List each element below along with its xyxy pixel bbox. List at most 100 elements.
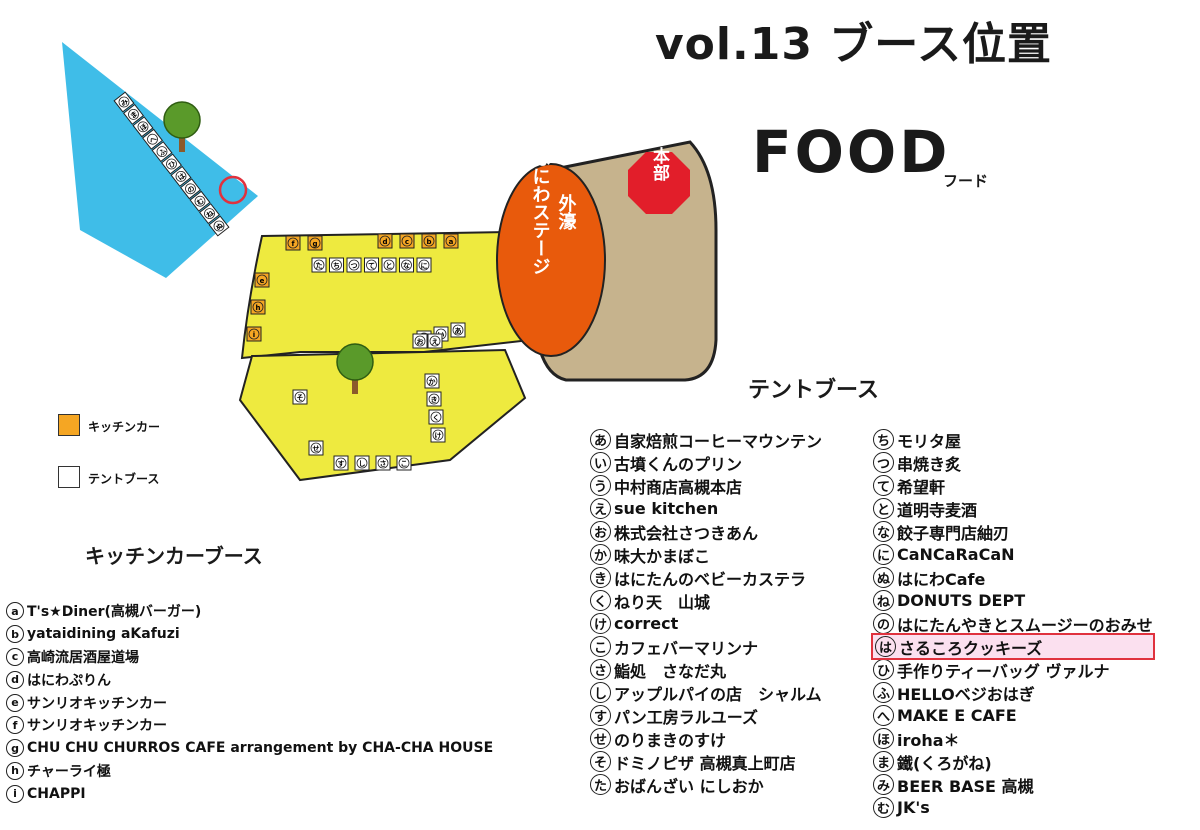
tree-trunk xyxy=(352,368,358,394)
booth-list-name: はにたんやきとスムージーのおみせ xyxy=(897,615,1153,635)
water-booth: み xyxy=(113,91,135,113)
booth-letter: ひ xyxy=(167,159,177,170)
booth-mark xyxy=(401,235,413,247)
booth-list-name: 高崎流居酒屋道場 xyxy=(27,649,139,666)
booth-letter: せ xyxy=(313,445,320,453)
water-booth: の xyxy=(179,178,202,200)
booth-letter: ほ xyxy=(138,122,148,133)
booth-letter: き xyxy=(431,395,438,404)
booth-letter: な xyxy=(403,261,410,270)
booth-list-name: BEER BASE 高槻 xyxy=(897,776,1034,796)
booth-mark xyxy=(430,411,442,423)
booth-list-name: ねり天 山城 xyxy=(614,592,711,612)
booth-box xyxy=(170,165,192,187)
hq-label: 本部 xyxy=(649,146,670,182)
booth-list-item: ぬはにわCafe xyxy=(873,566,1153,589)
legend-tent-label: テントブース xyxy=(88,472,160,486)
booth-mark xyxy=(313,259,325,271)
booth-list-name: iroha＊ xyxy=(897,730,960,750)
booth-list-mark: ま xyxy=(873,751,894,772)
booth-list-name: CaNCaRaCaN xyxy=(897,545,1015,564)
page-title: vol.13 ブース位置 xyxy=(655,19,1053,70)
booth-list-item: ひ手作りティーバッグ ヴァルナ xyxy=(873,658,1153,681)
booth-box xyxy=(141,128,164,150)
tent-booth: く xyxy=(428,409,444,425)
booth-list-name: CHAPPI xyxy=(27,785,86,802)
booth-mark xyxy=(166,158,177,170)
booth-list-mark: つ xyxy=(873,452,894,473)
booth-list-item: う中村商店高槻本店 xyxy=(590,474,822,497)
tent-booth-heading: テントブース xyxy=(748,378,879,403)
booth-letter: つ xyxy=(351,262,358,270)
booth-list-mark: か xyxy=(590,544,611,565)
booth-list-mark: せ xyxy=(590,728,611,749)
booth-mark xyxy=(452,324,464,336)
tree-icon xyxy=(163,101,201,152)
tent-booth: つ xyxy=(346,257,362,273)
food-heading: FOOD xyxy=(752,118,951,186)
booth-list-item: くねり天 山城 xyxy=(590,589,822,612)
booth-mark xyxy=(432,429,444,441)
booth-list-name: ドミノピザ 高槻真上町店 xyxy=(614,753,796,773)
booth-list-mark: み xyxy=(873,774,894,795)
booth-list-mark: さ xyxy=(590,659,611,680)
hq-badge xyxy=(628,152,690,214)
booth-list-item: そドミノピザ 高槻真上町店 xyxy=(590,750,822,773)
booth-mark xyxy=(401,259,412,271)
booth-list-mark: そ xyxy=(590,751,611,772)
booth-letter: こ xyxy=(401,460,408,468)
booth-list-item: しアップルパイの店 シャルム xyxy=(590,681,822,704)
booth-list-mark: ち xyxy=(873,429,894,450)
booth-list-item: て希望軒 xyxy=(873,474,1153,497)
stage-ellipse xyxy=(496,163,606,357)
booth-list-item: こカフェバーマリンナ xyxy=(590,635,822,658)
water-booth: は xyxy=(170,165,192,187)
booth-list-mark: す xyxy=(590,705,611,726)
booth-list-mark: ふ xyxy=(873,682,894,703)
booth-box xyxy=(113,91,135,113)
booth-list-name: 株式会社さつきあん xyxy=(614,523,759,543)
kitchen-booth: b xyxy=(421,233,437,249)
booth-letter: さ xyxy=(380,459,387,468)
booth-list-name: はにたんのベビーカステラ xyxy=(614,569,807,589)
booth-mark xyxy=(429,335,441,347)
booth-list-mark: h xyxy=(6,761,24,780)
booth-mark xyxy=(175,170,187,182)
booth-mark xyxy=(294,391,306,403)
booth-list-name: サンリオキッチンカー xyxy=(27,695,167,712)
booth-mark xyxy=(414,335,426,347)
water-booth: ぬ xyxy=(208,215,230,237)
booth-list-mark: こ xyxy=(590,636,611,657)
booth-mark xyxy=(194,195,206,207)
booth-mark xyxy=(398,457,410,469)
booth-list-mark: け xyxy=(590,613,611,634)
booth-list-name: 鐵(くろがね) xyxy=(897,753,992,773)
booth-list-mark: え xyxy=(590,498,611,519)
booth-letter: し xyxy=(359,460,366,468)
booth-mark xyxy=(309,237,321,249)
booth-list-item: い古墳くんのプリン xyxy=(590,451,822,474)
booth-list-mark: な xyxy=(873,521,894,542)
tent-booth: に xyxy=(416,257,432,273)
booth-list-mark: う xyxy=(590,475,611,496)
booth-mark xyxy=(366,259,377,271)
booth-list-name: 串焼き炙 xyxy=(897,454,962,474)
booth-letter: g xyxy=(312,240,317,248)
booth-mark xyxy=(377,457,389,469)
kitchen-booth: a xyxy=(443,233,459,249)
booth-box xyxy=(151,141,173,163)
booth-list-item: すパン工房ラルユーズ xyxy=(590,704,822,727)
kitchen-booth: h xyxy=(250,299,266,315)
booth-list-name: CHU CHU CHURROS CAFE arrangement by CHA-… xyxy=(27,740,494,757)
booth-letter: の xyxy=(186,184,196,195)
booth-letter: f xyxy=(291,240,295,248)
booth-letter: む xyxy=(195,197,205,208)
booth-mark xyxy=(335,457,347,469)
